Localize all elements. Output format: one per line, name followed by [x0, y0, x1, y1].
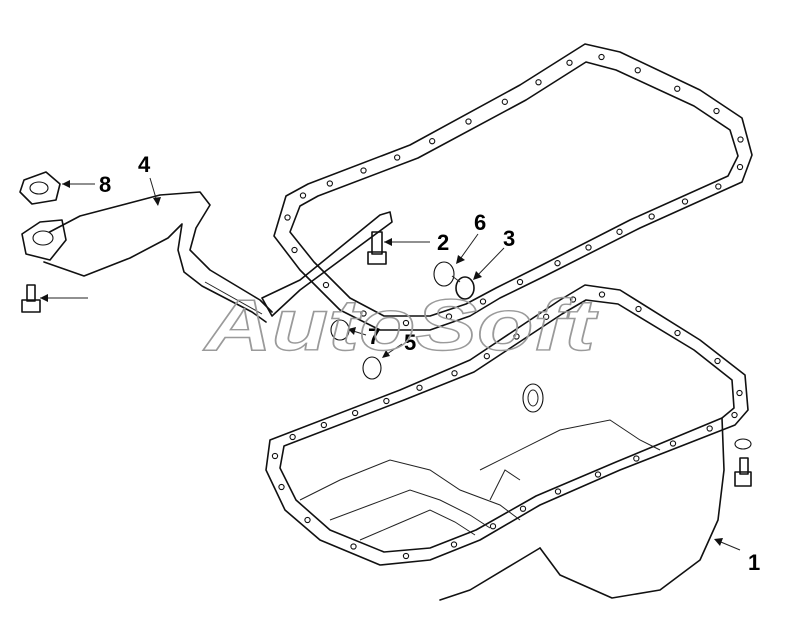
bolt-hole: [737, 136, 744, 143]
bolt-hole: [569, 296, 577, 303]
drain-plug-assembly: [330, 261, 475, 380]
bolt-hole: [304, 516, 311, 524]
bolt-hole: [681, 198, 689, 205]
bolt-hole: [566, 59, 573, 66]
callout-2: 2: [437, 230, 449, 255]
bolt-hole: [736, 389, 743, 397]
oil-strainer-tube: [21, 191, 393, 323]
leader-lines: [40, 177, 741, 551]
bolt-hole: [291, 246, 298, 254]
bolt-hole: [674, 85, 681, 92]
callout-3: 3: [503, 226, 515, 251]
bolt-hole: [402, 552, 410, 560]
bolt-hole: [429, 138, 436, 145]
callout-1: 1: [748, 550, 760, 575]
callout-6: 6: [474, 210, 486, 235]
bolt-hole: [635, 305, 642, 313]
bolt-hole: [648, 213, 655, 220]
bolt-hole: [519, 505, 527, 512]
bolt-hole: [535, 79, 542, 86]
bolt-hole: [289, 433, 296, 441]
bolt-hole: [416, 384, 423, 391]
bolt-hole: [634, 67, 641, 74]
bolt-hole: [706, 425, 713, 432]
bolt-hole: [278, 483, 285, 491]
bolt-hole: [326, 180, 333, 187]
callout-7: 7: [368, 324, 380, 349]
bolt-hole: [554, 488, 562, 495]
bolt-hole: [320, 421, 328, 429]
bolt-hole: [516, 278, 524, 286]
bolt-hole: [594, 471, 602, 478]
flange-gasket: [19, 171, 61, 205]
bolt-hole: [351, 409, 359, 417]
bolt-hole: [715, 183, 722, 190]
bolt-hole: [585, 244, 592, 251]
bolt-hole: [598, 291, 606, 298]
oil-pan: [265, 284, 749, 601]
bolt-hole: [731, 411, 738, 419]
bolt-hole: [633, 455, 640, 462]
bolt-hole: [284, 214, 291, 221]
bolt-hole: [299, 192, 307, 199]
bolt-hole: [360, 310, 367, 317]
bolt-hole: [736, 163, 744, 171]
bolt-hole: [350, 543, 357, 550]
callout-4: 4: [138, 152, 151, 177]
watermark: AutoSoft: [202, 286, 598, 366]
bolt-hole: [489, 523, 497, 530]
bolt-hole: [714, 357, 721, 365]
bolt-hole: [674, 329, 681, 337]
bolt-hole: [513, 333, 520, 340]
bolt-hole: [271, 452, 279, 460]
bolt-hole: [451, 370, 458, 377]
bolt-hole: [402, 319, 410, 327]
bolt-hole: [360, 167, 367, 174]
bolt-hole: [598, 53, 605, 61]
bolt-hole: [669, 440, 677, 447]
bolt-hole: [450, 541, 458, 548]
bolt-hole: [479, 298, 487, 305]
bolt-hole: [483, 353, 490, 360]
callout-5: 5: [404, 330, 416, 355]
bolt-hole: [616, 228, 623, 235]
bolt-hole: [501, 98, 508, 105]
bolt-hole: [445, 313, 453, 320]
bolt-hole: [543, 313, 550, 320]
callout-8: 8: [99, 172, 111, 197]
bolt-hole: [394, 154, 401, 161]
bolt: [21, 231, 752, 487]
bolt-hole: [554, 260, 561, 267]
bolt-hole: [322, 281, 330, 289]
bolt-hole: [713, 107, 720, 115]
bolt-hole: [383, 397, 390, 405]
bolt-hole: [465, 118, 472, 125]
oil-pan-gasket: [273, 43, 753, 331]
